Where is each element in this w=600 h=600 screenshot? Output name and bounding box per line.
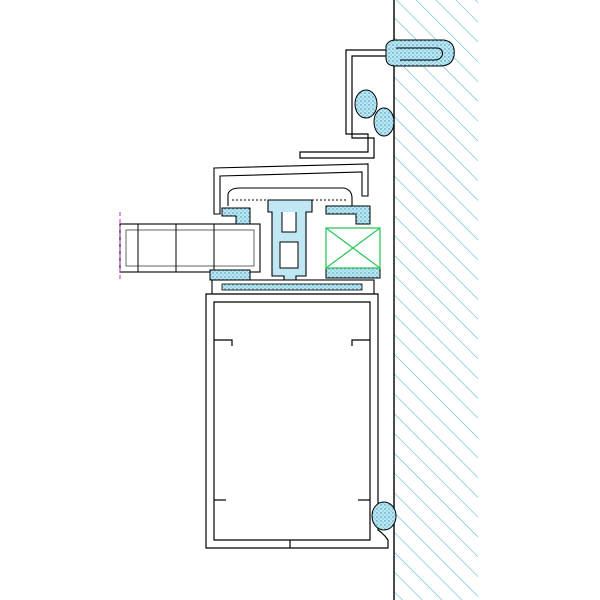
main-frame [205,293,389,549]
right-gasket-bottom [325,267,381,279]
left-glazing-gasket [209,207,251,281]
thermal-break [267,199,313,291]
top-cap-shell [213,163,369,215]
top-cap-inner-rib [227,187,353,206]
spacer-block-cross [325,227,381,269]
right-glazing-gasket [325,205,381,279]
panel-outline [119,223,261,273]
main-frame-web-tl [214,339,233,346]
thermal-break-upper-slot [281,212,297,233]
spacer-block-outline [325,227,381,269]
left-gasket-bottom [209,269,251,281]
main-frame-outer [205,293,389,549]
wall-section [393,0,478,600]
glazing-panel [119,212,261,282]
upper-seal-hook-inner [396,47,443,61]
main-frame-web-tr [351,339,370,346]
upper-seal [354,39,455,137]
thermal-break-lower-slot [279,241,299,269]
upper-seal-bead-2 [373,107,395,137]
upper-seal-bead-1 [354,89,378,119]
lower-seal [371,501,397,531]
lower-seal-bead [371,501,397,531]
base-bar-insert [221,283,363,291]
panel-inner-outline [125,229,255,267]
right-gasket-top [325,205,371,225]
left-gasket-top [221,207,251,225]
wall-hatch [394,0,478,600]
upper-seal-hook [385,39,455,67]
base-bar [211,279,375,295]
main-frame-inner [213,301,371,541]
spacer-block [325,227,381,269]
